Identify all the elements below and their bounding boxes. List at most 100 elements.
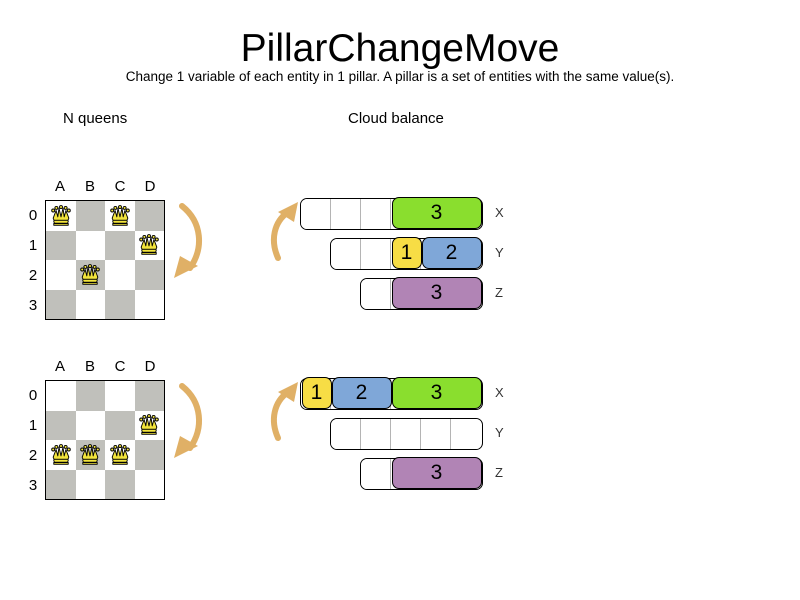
board-row-label: 1	[28, 416, 38, 434]
queen-icon	[80, 263, 101, 285]
process-block[interactable]: 1	[301, 376, 332, 409]
board-square[interactable]	[134, 381, 164, 411]
chess-board[interactable]	[45, 200, 165, 320]
board-row-label: 0	[28, 206, 38, 224]
capacity-cell	[331, 419, 361, 449]
process-block[interactable]: 3	[391, 196, 482, 229]
board-square[interactable]	[46, 440, 76, 470]
computer-label: Y	[495, 425, 504, 440]
board-square[interactable]	[105, 201, 135, 231]
process-block[interactable]: 1	[391, 236, 422, 269]
board-column-label: D	[144, 178, 156, 195]
computer-capacity-track	[330, 418, 483, 450]
board-square[interactable]	[134, 201, 164, 231]
board-square[interactable]	[75, 230, 105, 260]
process-block[interactable]: 3	[391, 276, 482, 309]
capacity-cell	[331, 199, 361, 229]
board-column-label: A	[54, 358, 65, 375]
board-square[interactable]	[46, 230, 76, 260]
page-subtitle: Change 1 variable of each entity in 1 pi…	[125, 69, 675, 84]
computer-label: X	[495, 205, 504, 220]
board-column-labels: A B C D	[45, 358, 165, 375]
board-square[interactable]	[75, 440, 105, 470]
board-square[interactable]	[105, 410, 135, 440]
board-square[interactable]	[134, 289, 164, 319]
section-heading-cloud-balance: Cloud balance	[348, 110, 444, 127]
computer-label: Z	[495, 465, 503, 480]
board-square[interactable]	[134, 469, 164, 499]
capacity-cell	[301, 199, 331, 229]
board-square[interactable]	[46, 201, 76, 231]
board-square[interactable]	[46, 381, 76, 411]
board-square[interactable]	[75, 201, 105, 231]
board-square[interactable]	[134, 260, 164, 290]
board-square[interactable]	[105, 469, 135, 499]
board-square[interactable]	[46, 260, 76, 290]
board-square[interactable]	[75, 469, 105, 499]
computer-label: X	[495, 385, 504, 400]
queen-icon	[80, 443, 101, 465]
computer-label: Y	[495, 245, 504, 260]
computer-row[interactable]: Y	[330, 418, 504, 450]
capacity-cell	[331, 239, 361, 269]
section-heading-nqueens: N queens	[63, 110, 128, 127]
board-column-label: D	[144, 358, 156, 375]
queen-icon	[109, 443, 130, 465]
capacity-cell	[361, 279, 391, 309]
board-square[interactable]	[75, 260, 105, 290]
capacity-cell	[391, 419, 421, 449]
board-row-label: 2	[28, 446, 38, 464]
board-column-label: B	[84, 178, 95, 195]
board-square[interactable]	[46, 410, 76, 440]
queen-icon	[50, 443, 71, 465]
board-square[interactable]	[105, 230, 135, 260]
capacity-cell	[361, 199, 391, 229]
board-square[interactable]	[105, 381, 135, 411]
board-square[interactable]	[134, 440, 164, 470]
board-column-label: C	[114, 178, 126, 195]
process-block[interactable]: 2	[421, 236, 482, 269]
board-square[interactable]	[105, 260, 135, 290]
board-row-label: 2	[28, 266, 38, 284]
board-column-label: B	[84, 358, 95, 375]
nqueens-transition-arrow-top	[168, 196, 212, 291]
board-row-label: 0	[28, 386, 38, 404]
process-block[interactable]: 2	[331, 376, 392, 409]
capacity-cell	[361, 419, 391, 449]
board-row-label: 1	[28, 236, 38, 254]
queen-icon	[139, 234, 160, 255]
cloud-transition-arrow-top	[268, 196, 304, 271]
board-square[interactable]	[75, 381, 105, 411]
board-square[interactable]	[105, 289, 135, 319]
board-square[interactable]	[75, 410, 105, 440]
board-square[interactable]	[105, 440, 135, 470]
queen-icon	[109, 204, 130, 226]
capacity-cell	[361, 459, 391, 489]
board-square[interactable]	[134, 410, 164, 440]
capacity-cell	[421, 419, 451, 449]
queen-icon	[50, 204, 71, 226]
board-square[interactable]	[134, 230, 164, 260]
capacity-cell	[451, 419, 481, 449]
board-square[interactable]	[46, 289, 76, 319]
chess-board[interactable]	[45, 380, 165, 500]
cloud-transition-arrow-bottom	[268, 376, 304, 451]
process-block[interactable]: 3	[391, 456, 482, 489]
queen-icon	[139, 414, 160, 435]
capacity-cell	[361, 239, 391, 269]
page-title: PillarChangeMove	[240, 27, 560, 70]
board-column-label: C	[114, 358, 126, 375]
process-block[interactable]: 3	[391, 376, 482, 409]
board-square[interactable]	[46, 469, 76, 499]
board-square[interactable]	[75, 289, 105, 319]
